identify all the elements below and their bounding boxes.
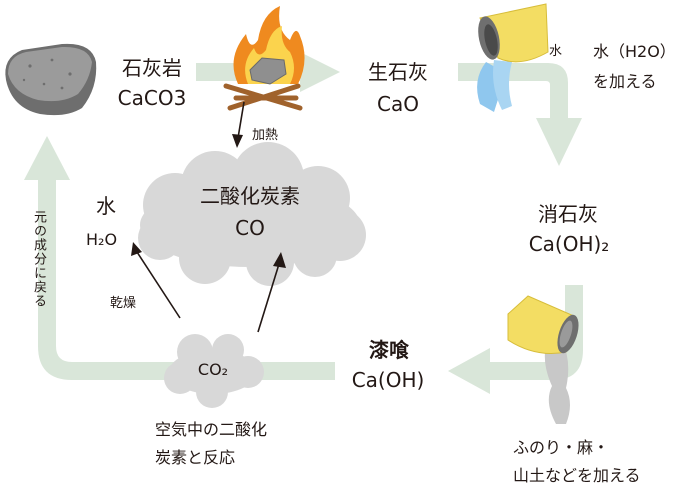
co-cloud-icon <box>138 142 366 286</box>
add-water-line1: 水（H2O） <box>593 42 676 61</box>
reaction-line2: 炭素と反応 <box>155 448 236 467</box>
bucket-water-label: 水 <box>549 44 563 59</box>
additives-line1: ふのり・麻・ <box>513 438 610 457</box>
co2-release-arrows <box>131 242 286 333</box>
water-bucket-icon <box>477 3 549 112</box>
plaster-bucket-icon <box>507 295 579 424</box>
arrow-limestone-to-quicklime-head <box>300 52 340 92</box>
arrow-slakedlime-to-shikkui-shaft <box>488 285 583 380</box>
water-out-name: 水 <box>96 194 116 218</box>
heating-label: 加熱 <box>252 128 279 143</box>
arrow-co2-to-limestone-head <box>24 136 70 180</box>
water-out-formula: H₂O <box>86 230 118 249</box>
limestone-name: 石灰岩 <box>122 56 182 80</box>
reaction-line1: 空気中の二酸化 <box>155 420 268 439</box>
quicklime-name: 生石灰 <box>368 60 428 84</box>
limestone-rock-icon <box>5 43 97 116</box>
arrow-quicklime-to-slakedlime-head <box>536 118 582 166</box>
co2-formula: CO₂ <box>197 360 229 379</box>
slaked-lime-formula: Ca(OH)₂ <box>528 232 610 256</box>
arrow-co2-to-limestone-shaft <box>38 175 175 380</box>
arrow-quicklime-to-slakedlime-shaft <box>458 63 568 120</box>
shikkui-name: 漆喰 <box>369 338 409 362</box>
co-cloud-formula: CO <box>235 216 265 240</box>
heating-arrow <box>232 101 245 148</box>
slaked-lime-name: 消石灰 <box>538 202 598 226</box>
add-water-line2: を加える <box>593 72 657 91</box>
quicklime-formula: CaO <box>377 92 419 116</box>
return-original-label: 元の成分に戻る <box>31 210 46 308</box>
arrow-slakedlime-to-shikkui-head <box>448 348 490 394</box>
co2-cloud-icon <box>164 334 264 408</box>
co-cloud-name: 二酸化炭素 <box>200 184 300 208</box>
fire-icon <box>223 6 305 111</box>
drying-label: 乾燥 <box>110 296 137 311</box>
cycle-arrows <box>24 52 583 394</box>
additives-line2: 山土などを加える <box>513 466 641 485</box>
limestone-formula: CaCO3 <box>117 86 187 110</box>
arrow-shikkui-to-co2 <box>255 362 335 380</box>
shikkui-formula: Ca(OH) <box>351 368 425 392</box>
